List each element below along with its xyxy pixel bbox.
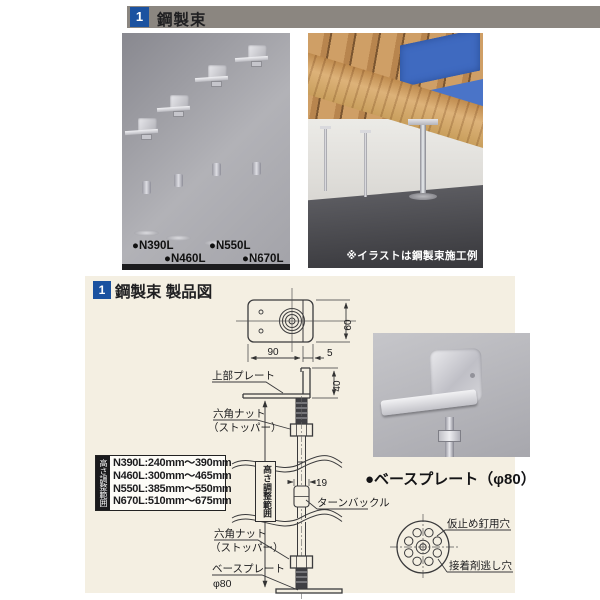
dim-5: 5 [327,348,333,359]
installation-illustration: ※イラストは鋼製束施工例 [308,33,483,268]
product-diagram: 90 5 60 40 19 上部プレート 六角ナット （ストッパー） ターンバッ… [208,288,513,599]
dim-40: 40 [332,380,343,392]
height-range-spec-table: 高さ調整範囲 N390L:240mm～390mm N460L:300mm～465… [95,455,232,511]
phi80-label: φ80 [213,578,232,590]
photo-bottom-strip [122,264,290,270]
photo-plate-shelf [380,389,478,416]
background-post-plate [360,130,371,133]
section1-title: 鋼製束 [157,12,207,29]
glue-hole-label: 接着剤逃し穴 [449,559,512,572]
section1-number-badge: 1 [130,7,149,27]
product-label: ●N670L [242,253,284,265]
base-plate-heading: ●ベースプレート（φ80） [365,471,536,488]
top-plate-label: 上部プレート [212,369,275,382]
background-post [364,133,367,197]
dim-19: 19 [316,478,328,489]
product-label: ●N550L [209,240,251,252]
main-post-rod [420,125,426,197]
spec-row: N670L:510mm～675mm [113,495,232,508]
stopper-top-label: （ストッパー） [208,422,282,434]
main-post-base [409,193,437,200]
spec-table-vertical-header: 高さ調整範囲 [96,456,110,510]
spec-row: N550L:385mm～550mm [113,482,232,495]
nail-hole-label: 仮止め釘用穴 [447,517,510,530]
section1-header-bar [127,6,600,28]
product-lineup-photo: ●N390L ●N460L ●N550L ●N670L [122,33,290,270]
section2-number-badge: 1 [93,281,111,299]
main-post-plate [408,119,438,125]
top-plate-detail-photo [373,333,530,457]
dim-60: 60 [343,319,354,331]
hex-nut-bottom-label: 六角ナット [214,528,267,540]
height-range-box-label: 高さ調整範囲 [255,461,276,522]
spec-row: N460L:300mm～465mm [113,469,232,482]
background-post [324,129,327,191]
dim-90: 90 [267,347,279,358]
section2-title: 鋼製束 製品図 [115,284,213,301]
stopper-bottom-label: （ストッパー） [210,542,284,554]
illustration-caption: ※イラストは鋼製束施工例 [346,250,478,262]
photo-plate-hole [470,373,475,378]
product-label: ●N460L [164,253,206,265]
background-post-plate [320,126,331,129]
hex-nut-top-label: 六角ナット [213,408,266,420]
photo-hex-nut [438,430,461,442]
product-label: ●N390L [132,240,174,252]
base-plate-label: ベースプレート [212,563,285,575]
turnbuckle-label: ターンバックル [317,497,390,509]
spec-row: N390L:240mm～390mm [113,457,232,469]
